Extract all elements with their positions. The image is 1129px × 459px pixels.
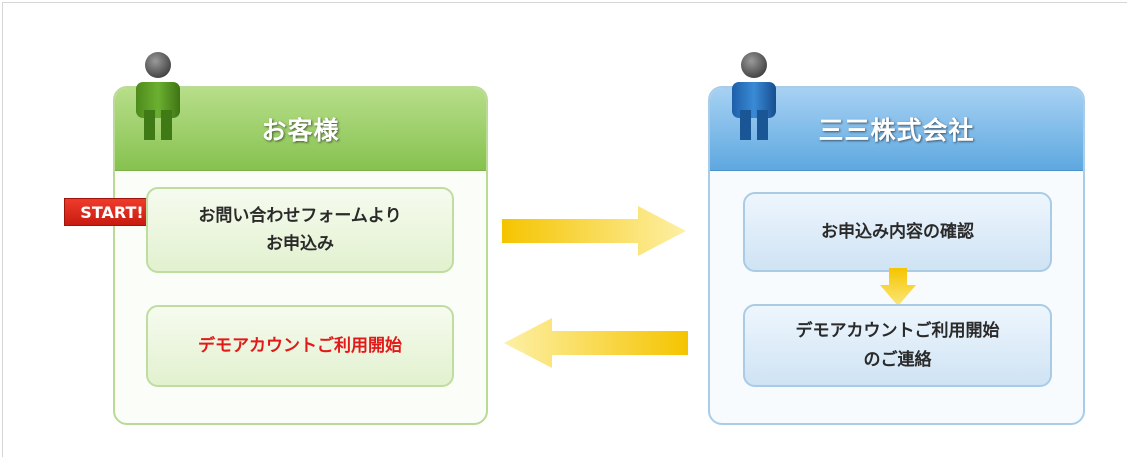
company-step-demo-notify-line1: デモアカウントご利用開始: [795, 321, 1000, 342]
customer-step-inquiry: お問い合わせフォームより お申込み: [146, 187, 454, 273]
customer-step-inquiry-line1: お問い合わせフォームより: [198, 205, 402, 226]
company-step-demo-notify: デモアカウントご利用開始 のご連絡: [743, 304, 1052, 387]
start-badge: START!: [64, 198, 160, 226]
company-person-icon: [732, 52, 776, 140]
company-step-demo-notify-line2: のご連絡: [863, 349, 932, 370]
customer-step-inquiry-line2: お申込み: [266, 234, 334, 254]
customer-person-icon: [136, 52, 180, 140]
arrow-down-icon: [880, 268, 916, 306]
arrow-right-icon: [502, 206, 686, 256]
company-step-confirm: お申込み内容の確認: [743, 192, 1052, 272]
arrow-left-icon: [504, 318, 688, 368]
customer-step-demo-start: デモアカウントご利用開始: [146, 305, 454, 387]
